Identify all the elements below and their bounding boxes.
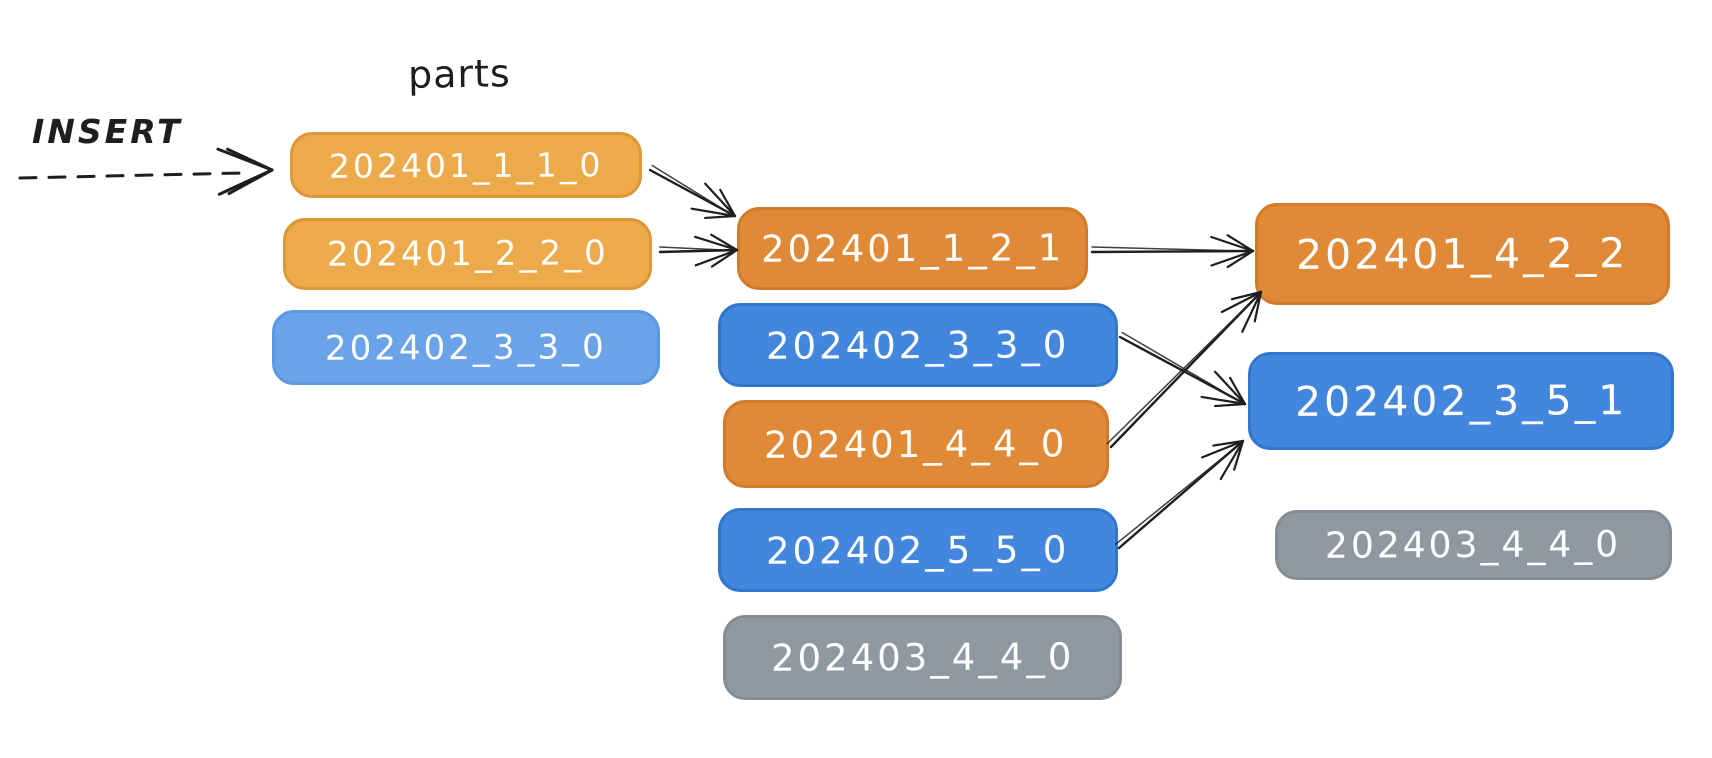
parts-title: parts [407,51,512,97]
part-label: 202401_1_1_0 [328,144,604,186]
part-label: 202402_5_5_0 [766,527,1070,573]
merge-arrow-n7-to-n10 [1114,439,1245,550]
part-node-n9: 202401_4_2_2 [1255,203,1670,305]
part-node-n6: 202401_4_4_0 [723,400,1109,488]
part-label: 202402_3_3_0 [766,322,1070,368]
part-label: 202401_1_2_1 [760,226,1065,271]
insert-arrow [18,147,274,196]
part-node-n8: 202403_4_4_0 [723,615,1122,700]
merge-arrow-n2-to-n4 [658,233,739,268]
merge-arrow-n1-to-n4 [648,164,737,220]
insert-label: INSERT [32,112,183,151]
part-label: 202402_3_5_1 [1294,376,1628,426]
part-label: 202403_4_4_0 [1325,523,1622,567]
merge-arrow-n6-to-n9 [1106,290,1263,449]
part-label: 202401_4_4_0 [764,421,1068,467]
part-node-n11: 202403_4_4_0 [1275,510,1672,580]
part-node-n7: 202402_5_5_0 [718,508,1118,592]
part-node-n1: 202401_1_1_0 [290,132,642,198]
part-node-n10: 202402_3_5_1 [1248,352,1674,450]
part-node-n2: 202401_2_2_0 [283,218,652,290]
merge-arrow-n4-to-n9 [1090,234,1255,269]
part-label: 202402_3_3_0 [325,326,607,369]
part-label: 202403_4_4_0 [770,635,1075,680]
merge-arrow-n5-to-n10 [1118,331,1247,408]
part-label: 202401_4_2_2 [1296,229,1629,279]
part-node-n3: 202402_3_3_0 [272,310,660,385]
part-node-n5: 202402_3_3_0 [718,303,1118,387]
part-label: 202401_2_2_0 [326,233,609,275]
part-node-n4: 202401_1_2_1 [737,207,1088,290]
